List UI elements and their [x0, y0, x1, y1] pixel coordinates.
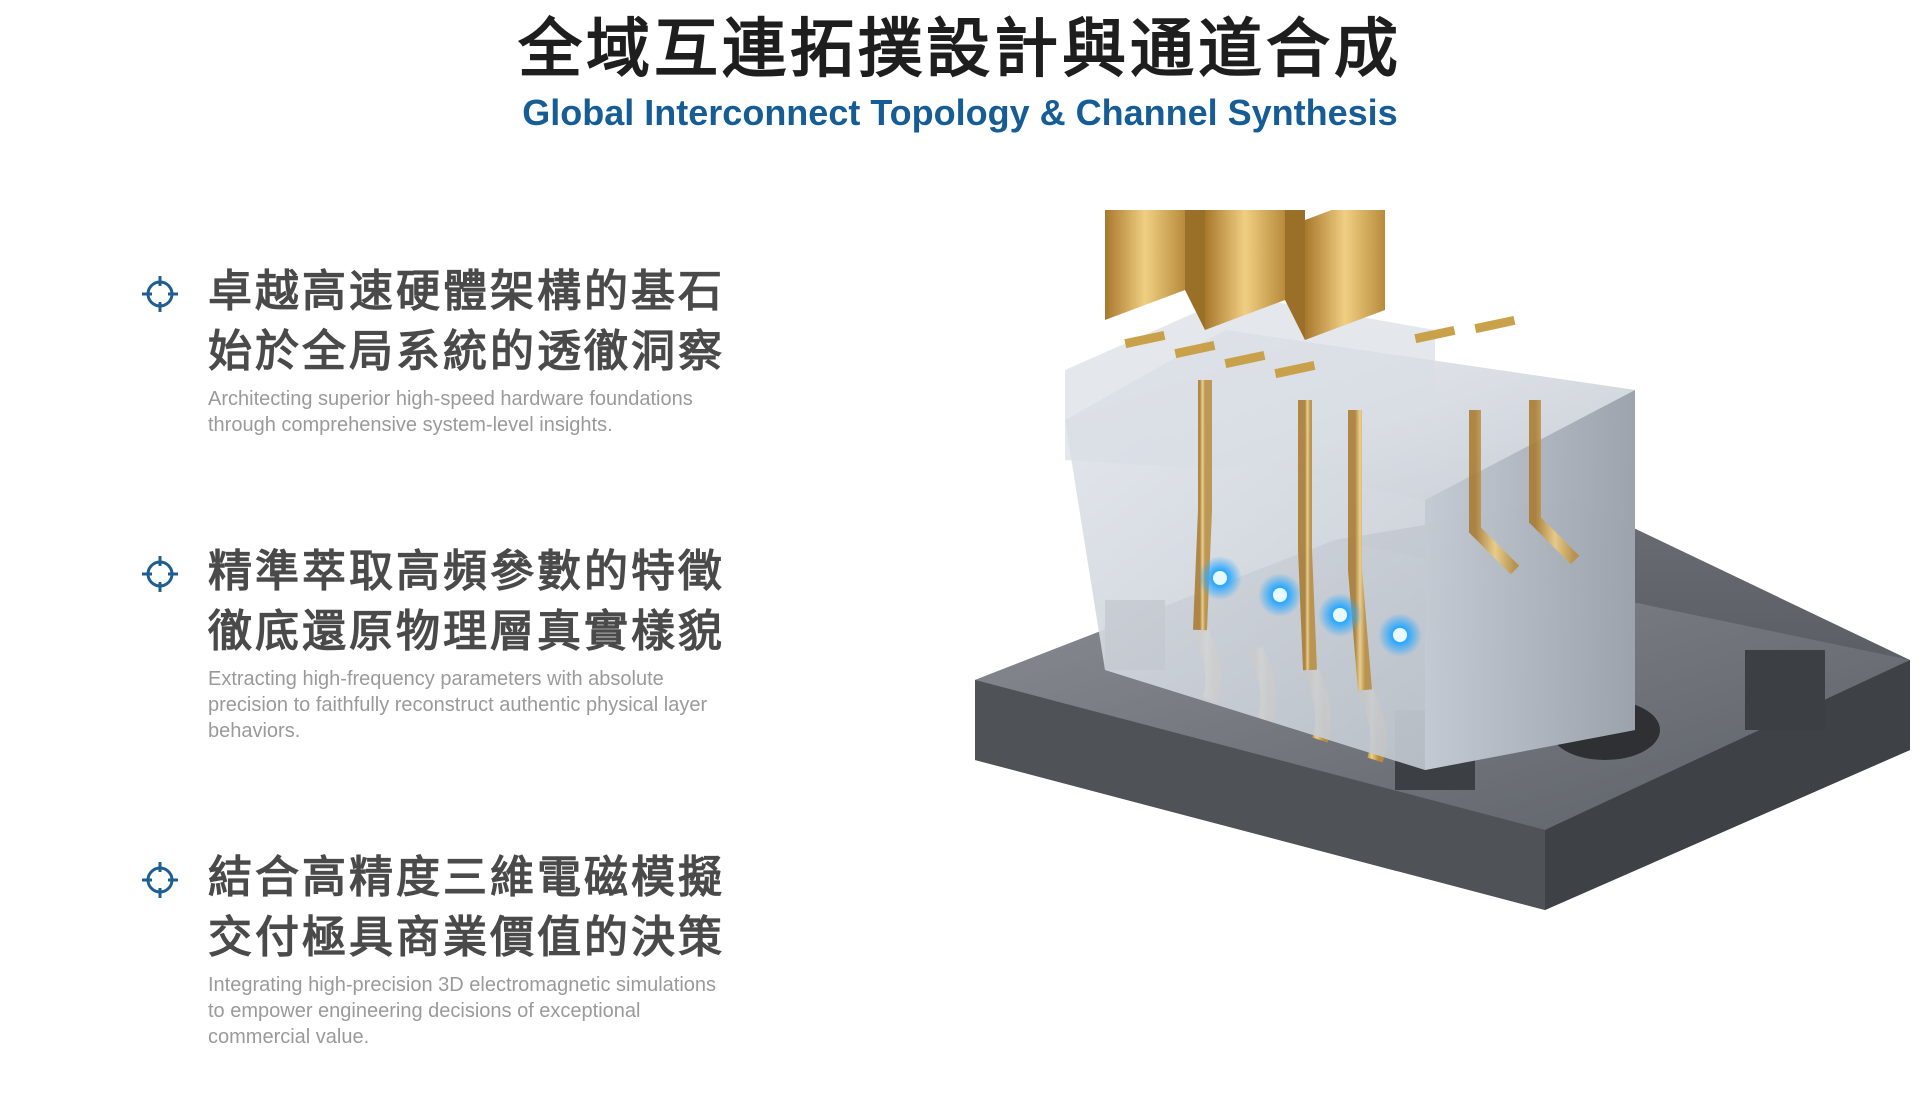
feature-heading-line-1: 精準萃取高頻參數的特徵 — [208, 546, 725, 597]
feature-description-line-1: Integrating high-precision 3D electromag… — [208, 974, 717, 996]
page-subtitle: Global Interconnect Topology & Channel S… — [522, 92, 1398, 133]
feature-heading-line-2: 始於全局系統的透徹洞察 — [208, 326, 725, 377]
feature-heading: 結合高精度三維電磁模擬 交付極具商業價值的決策 — [208, 848, 808, 968]
feature-description: Integrating high-precision 3D electromag… — [208, 972, 768, 1050]
feature-description: Architecting superior high-speed hardwar… — [208, 386, 768, 438]
crosshair-target-icon — [142, 276, 178, 312]
feature-heading-line-1: 結合高精度三維電磁模擬 — [208, 852, 725, 903]
crosshair-target-icon — [142, 556, 178, 592]
feature-heading-line-2: 交付極具商業價值的決策 — [208, 912, 725, 963]
feature-description-line-1: Extracting high-frequency parameters wit… — [208, 668, 664, 690]
feature-description-line-2: through comprehensive system-level insig… — [208, 414, 613, 436]
feature-heading-line-1: 卓越高速硬體架構的基石 — [208, 266, 725, 317]
feature-heading-line-2: 徹底還原物理層真實樣貌 — [208, 606, 725, 657]
top-contact-blades — [1105, 210, 1385, 340]
feature-heading: 卓越高速硬體架構的基石 始於全局系統的透徹洞察 — [208, 262, 808, 382]
page-title: 全域互連拓撲設計與通道合成 — [518, 13, 1402, 87]
feature-description-line-3: commercial value. — [208, 1026, 370, 1048]
feature-description: Extracting high-frequency parameters wit… — [208, 666, 768, 744]
foot-block — [1745, 650, 1825, 730]
feature-description-line-1: Architecting superior high-speed hardwar… — [208, 388, 693, 410]
feature-description-line-3: behaviors. — [208, 720, 301, 742]
connector-illustration — [975, 210, 1910, 910]
top-contact-pads — [1124, 315, 1516, 379]
crosshair-target-icon — [142, 862, 178, 898]
feature-heading: 精準萃取高頻參數的特徵 徹底還原物理層真實樣貌 — [208, 542, 808, 662]
signal-glow-points — [1198, 556, 1422, 657]
feature-description-line-2: to empower engineering decisions of exce… — [208, 1000, 641, 1022]
feature-description-line-2: precision to faithfully reconstruct auth… — [208, 694, 708, 716]
